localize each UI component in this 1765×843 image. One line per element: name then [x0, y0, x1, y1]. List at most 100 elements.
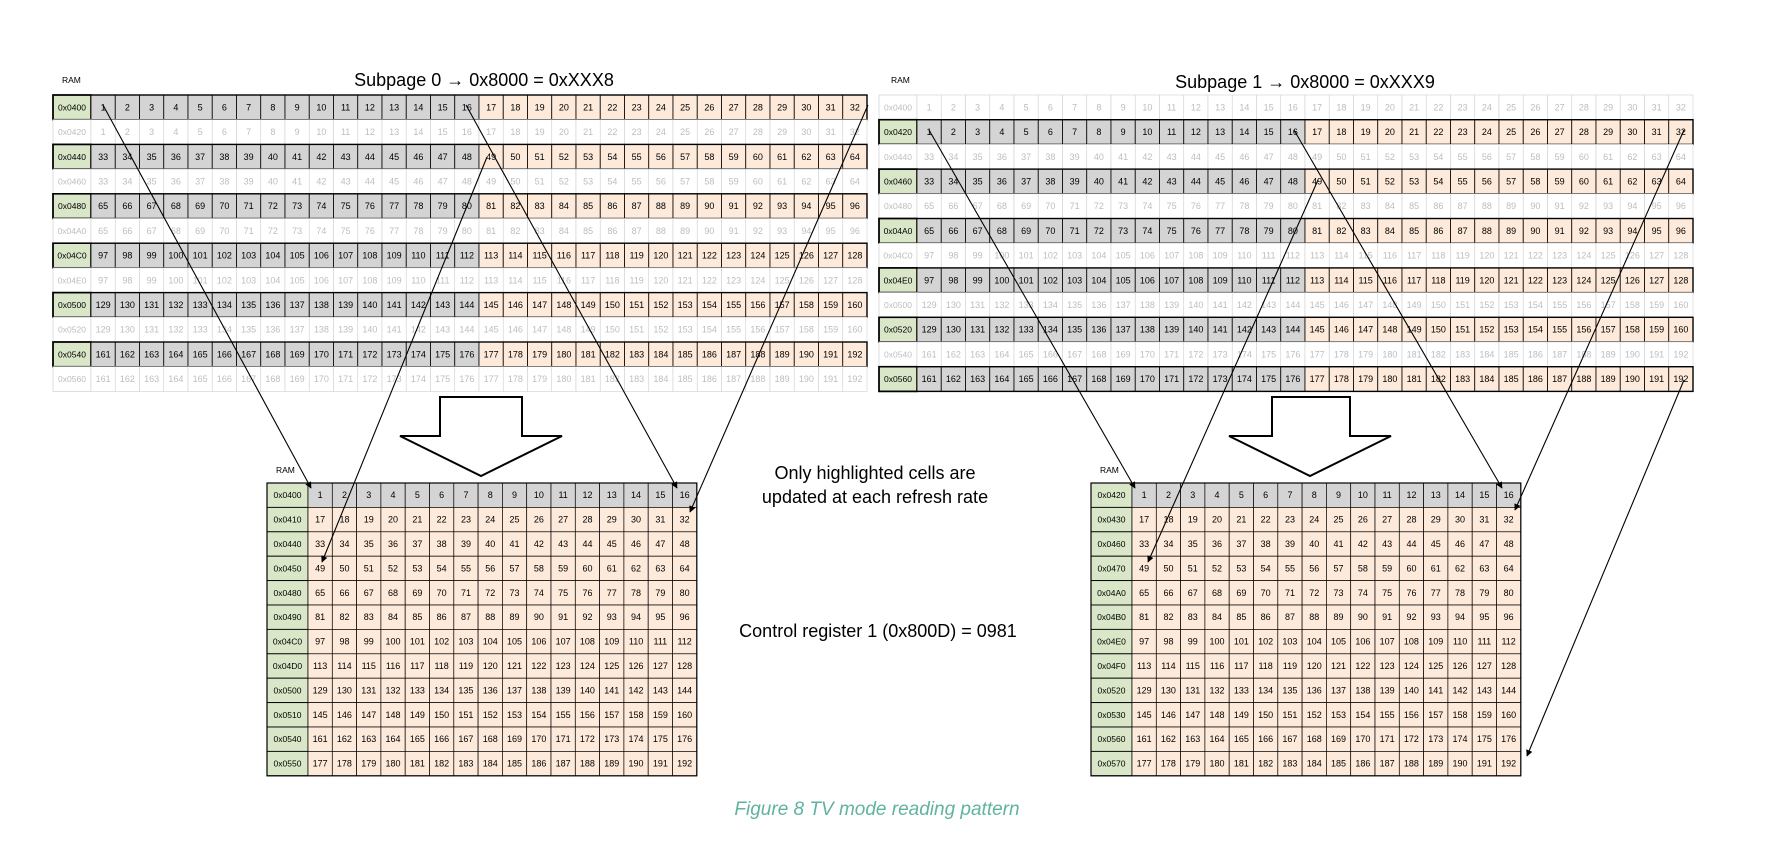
out0-cell-value: 71: [461, 588, 471, 598]
sub0-cell-value: 3: [149, 102, 154, 112]
sub0-cell-value: 11: [341, 127, 350, 137]
sub0-cell-value: 12: [365, 102, 375, 112]
sub1-cell: [1086, 218, 1112, 244]
out0-cell-value: 164: [386, 734, 401, 744]
sub0-cell-value: 18: [510, 127, 520, 137]
out0-cell-value: 58: [534, 563, 544, 573]
sub1-cell: [1037, 119, 1063, 145]
sub1-cell-value: 35: [973, 152, 983, 162]
sub0-cell: [818, 366, 844, 392]
sub1-cell-value: 160: [1673, 325, 1688, 335]
sub1-cell: [1353, 242, 1379, 269]
out0-cell-value: 134: [434, 685, 449, 695]
sub1-cell-value: 97: [924, 251, 934, 261]
out0-cell-value: 30: [631, 515, 641, 525]
out0-cell-value: 150: [434, 710, 449, 720]
out1-cell-value: 11: [1382, 490, 1391, 500]
sub0-cell: [696, 168, 722, 195]
sub0-cell: [308, 292, 334, 318]
sub1-highlight-row-border: [878, 366, 1694, 393]
out0-cell-value: 107: [556, 637, 571, 647]
sub1-addr-label: 0x0480: [884, 201, 912, 211]
sub0-addr-cell: [52, 193, 92, 220]
sub1-cell-value: 148: [1382, 300, 1397, 310]
out0-cell-value: 54: [437, 563, 447, 573]
sub1-cell-value: 106: [1140, 275, 1155, 285]
sub1-cell: [1159, 144, 1185, 170]
sub0-cell: [842, 366, 868, 392]
sub0-cell-value: 123: [726, 275, 741, 285]
out0-cell-value: 115: [362, 661, 376, 671]
out1-cell-value: 35: [1188, 539, 1198, 549]
sub0-cell-value: 121: [678, 251, 693, 261]
out1-cell-value: 151: [1282, 710, 1297, 720]
out0-cell-value: 126: [629, 661, 644, 671]
out1-cell-value: 186: [1355, 759, 1370, 769]
sub0-cell-value: 71: [244, 226, 254, 236]
out1-cell-value: 95: [1479, 612, 1489, 622]
out0-cell-value: 184: [483, 759, 498, 769]
sub1-cell-value: 34: [948, 176, 958, 186]
sub1-cell: [1474, 94, 1500, 121]
sub1-cell: [989, 168, 1015, 195]
out1-addr-label: 0x0420: [1098, 490, 1126, 500]
out1-cell-value: 117: [1234, 661, 1248, 671]
out1-addr-label: 0x0520: [1098, 685, 1126, 695]
sub1-cell-value: 39: [1070, 176, 1080, 186]
out0-cell: [331, 555, 357, 581]
sub1-cell-value: 42: [1142, 176, 1152, 186]
sub0-cell: [333, 193, 359, 219]
sub1-cell-value: 28: [1579, 102, 1589, 112]
sub1-cell: [1062, 94, 1088, 121]
sub0-cell-value: 174: [411, 349, 426, 359]
sub1-cell: [1231, 242, 1257, 269]
sub0-cell-value: 161: [96, 349, 111, 359]
sub0-cell-value: 152: [653, 325, 668, 335]
sub1-cell-value: 165: [1019, 374, 1034, 384]
out0-cell-value: 94: [631, 612, 641, 622]
out1-cell-value: 75: [1382, 588, 1392, 598]
out1-cell-value: 165: [1234, 734, 1249, 744]
sub0-cell-value: 87: [632, 201, 642, 211]
out1-cell-value: 80: [1504, 588, 1514, 598]
sub1-cell-value: 63: [1652, 152, 1662, 162]
sub0-cell-value: 171: [338, 349, 353, 359]
sub0-cell: [527, 143, 553, 170]
sub1-cell-value: 19: [1361, 102, 1371, 112]
out0-cell-value: 20: [388, 515, 398, 525]
sub0-cell: [236, 242, 262, 269]
sub1-cell: [1231, 193, 1257, 219]
out1-cell-value: 172: [1404, 734, 1419, 744]
out0-cell-value: 60: [582, 563, 592, 573]
out1-cell-value: 27: [1382, 515, 1392, 525]
sub1-cell-value: 121: [1504, 275, 1519, 285]
sub1-cell-value: 70: [1045, 201, 1055, 211]
sub1-cell-value: 160: [1673, 300, 1688, 310]
sub0-cell: [551, 316, 577, 343]
sub0-cell-value: 133: [193, 300, 208, 310]
sub1-cell: [1571, 144, 1597, 170]
sub1-cell-value: 165: [1019, 349, 1034, 359]
out1-addr-label: 0x0570: [1098, 759, 1126, 769]
sub0-cell-value: 179: [532, 349, 547, 359]
out0-cell-value: 36: [388, 539, 398, 549]
sub1-cell: [1110, 292, 1136, 318]
sub0-cell-value: 188: [750, 374, 765, 384]
sub0-cell-value: 134: [217, 300, 232, 310]
sub1-addr-label: 0x0520: [884, 325, 912, 335]
sub1-cell-value: 60: [1579, 152, 1589, 162]
sub0-cell: [357, 316, 383, 343]
sub1-addr-cell: [878, 118, 918, 146]
sub0-cell-value: 136: [265, 300, 280, 310]
sub1-cell: [1062, 119, 1088, 145]
sub1-cell-value: 57: [1506, 152, 1516, 162]
sub1-cell-value: 58: [1530, 176, 1540, 186]
sub1-cell-value: 98: [948, 251, 958, 261]
sub1-cell: [1304, 119, 1330, 145]
down-arrow-right: [1228, 396, 1392, 478]
sub0-cell-value: 61: [777, 176, 787, 186]
out0-cell-value: 171: [556, 734, 571, 744]
sub0-cell: [163, 366, 189, 392]
sub0-cell-value: 178: [508, 374, 523, 384]
